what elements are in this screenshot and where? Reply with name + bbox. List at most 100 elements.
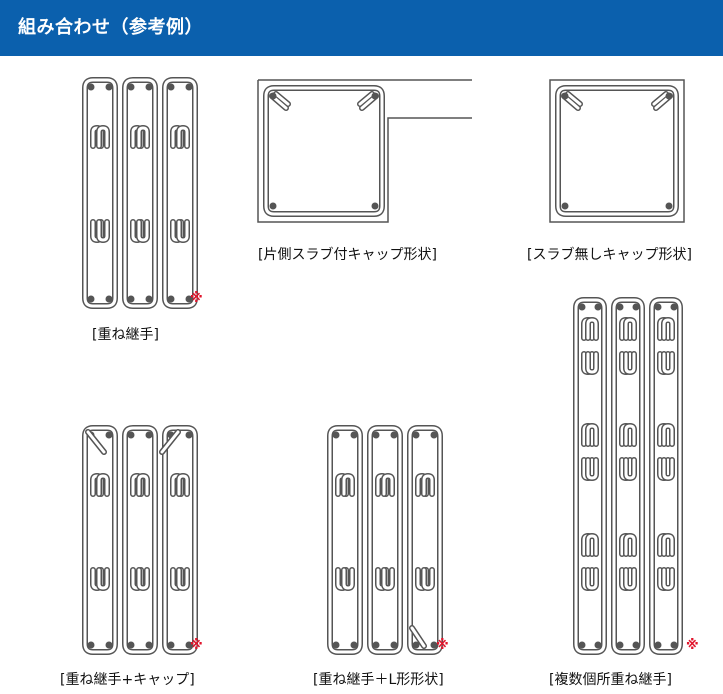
note-mark: ※ bbox=[190, 638, 203, 653]
hook bbox=[342, 474, 354, 496]
rebar-dot bbox=[350, 641, 358, 649]
stirrup bbox=[122, 77, 158, 309]
stirrup bbox=[82, 77, 118, 309]
rebar-dot bbox=[145, 295, 153, 303]
stirrup bbox=[122, 425, 158, 655]
rebar-dot bbox=[390, 431, 398, 439]
rebar-dot bbox=[430, 431, 438, 439]
rebar-dot bbox=[654, 303, 662, 311]
stirrup bbox=[327, 425, 363, 655]
rebar-dot bbox=[594, 641, 602, 649]
hook bbox=[137, 220, 149, 242]
hook bbox=[662, 458, 674, 480]
rebar-dot bbox=[561, 92, 569, 100]
rebar-dot bbox=[665, 92, 673, 100]
rebar-dot bbox=[371, 92, 379, 100]
rebar-dot bbox=[332, 431, 340, 439]
hook bbox=[624, 352, 636, 374]
rebar-dot bbox=[145, 83, 153, 91]
rebar-dot bbox=[561, 202, 569, 210]
rebar-dot bbox=[654, 641, 662, 649]
rebar-dot bbox=[185, 83, 193, 91]
rebar-dot bbox=[430, 641, 438, 649]
rebar-dot bbox=[616, 641, 624, 649]
caption-cap-with-slab: [片側スラブ付キャップ形状] bbox=[258, 247, 437, 263]
hook bbox=[422, 474, 434, 496]
hook bbox=[624, 534, 636, 556]
hook bbox=[586, 352, 598, 374]
hook bbox=[586, 534, 598, 556]
rebar-dot bbox=[87, 641, 95, 649]
hook bbox=[624, 318, 636, 340]
hook bbox=[342, 568, 354, 590]
hook bbox=[177, 568, 189, 590]
rebar-dot bbox=[372, 641, 380, 649]
stirrup bbox=[163, 426, 197, 654]
cap-stirrup bbox=[264, 86, 384, 216]
rebar-dot bbox=[105, 295, 113, 303]
page-title: 組み合わせ（参考例） bbox=[18, 17, 203, 38]
rebar-dot bbox=[127, 431, 135, 439]
hook bbox=[422, 568, 434, 590]
hook bbox=[382, 568, 394, 590]
rebar-dot bbox=[167, 641, 175, 649]
concrete-outline bbox=[549, 79, 685, 223]
stirrup bbox=[163, 78, 197, 308]
rebar-dot bbox=[145, 431, 153, 439]
caption-lap-splice: [重ね継手] bbox=[92, 327, 159, 343]
hook bbox=[662, 318, 674, 340]
diagram-lap-splice bbox=[82, 77, 198, 309]
diagram-cap-with-slab bbox=[257, 79, 472, 223]
rebar-dot bbox=[350, 431, 358, 439]
rebar-dot bbox=[145, 641, 153, 649]
hook bbox=[662, 352, 674, 374]
cap-hook bbox=[86, 430, 180, 454]
rebar-dot bbox=[594, 303, 602, 311]
stirrup bbox=[123, 78, 157, 308]
stirrup bbox=[83, 426, 117, 654]
hook bbox=[662, 424, 674, 446]
hook bbox=[97, 126, 109, 148]
rebar-dot bbox=[371, 202, 379, 210]
hook bbox=[662, 568, 674, 590]
rebar-dot bbox=[105, 641, 113, 649]
diagram-multiple-lap-splice bbox=[573, 297, 683, 655]
rebar-dot bbox=[105, 83, 113, 91]
diagram-lap-splice-l-shape bbox=[327, 425, 443, 655]
stirrup bbox=[368, 426, 402, 654]
stirrup bbox=[123, 426, 157, 654]
rebar-dot bbox=[665, 202, 673, 210]
rebar-dot bbox=[167, 83, 175, 91]
rebar-dot bbox=[390, 641, 398, 649]
rebar-dot bbox=[87, 83, 95, 91]
rebar-dot bbox=[412, 431, 420, 439]
rebar-dot bbox=[185, 295, 193, 303]
note-mark: ※ bbox=[436, 638, 449, 653]
caption-lap-splice-l-shape: [重ね継手＋L形形状] bbox=[313, 672, 444, 688]
hook bbox=[586, 568, 598, 590]
hook bbox=[177, 126, 189, 148]
concrete-outline bbox=[257, 79, 472, 223]
hook bbox=[177, 474, 189, 496]
rebar-dot bbox=[412, 641, 420, 649]
rebar-dot bbox=[269, 202, 277, 210]
rebar-dot bbox=[87, 295, 95, 303]
note-mark: ※ bbox=[686, 638, 699, 653]
stirrup bbox=[407, 425, 443, 655]
rebar-dot bbox=[127, 295, 135, 303]
rebar-dot bbox=[616, 303, 624, 311]
hook bbox=[624, 568, 636, 590]
hook bbox=[137, 568, 149, 590]
stirrup bbox=[650, 298, 682, 654]
note-mark: ※ bbox=[190, 291, 203, 306]
stirrup bbox=[162, 77, 198, 309]
hook bbox=[137, 126, 149, 148]
caption-multiple-lap-splice: [複数個所重ね継手] bbox=[549, 672, 672, 688]
rebar-dot bbox=[185, 641, 193, 649]
rebar-dot bbox=[127, 641, 135, 649]
hook bbox=[177, 220, 189, 242]
diagram-lap-splice-cap bbox=[82, 425, 198, 655]
diagram-cap-no-slab bbox=[549, 79, 685, 223]
rebar-dot bbox=[372, 431, 380, 439]
